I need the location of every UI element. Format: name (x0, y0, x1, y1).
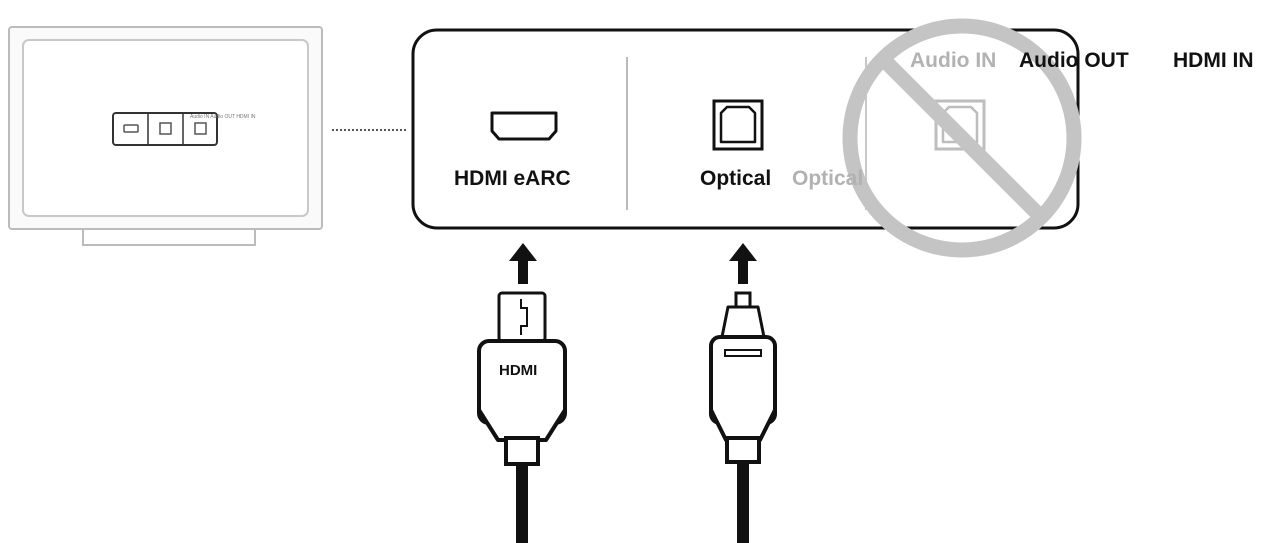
optical-label: Optical (700, 167, 772, 190)
optical-port-disabled-icon (934, 99, 986, 151)
hdmi-up-arrow (509, 243, 537, 284)
optical-disabled-label: Optical (792, 167, 864, 190)
hdmi-port-icon (490, 111, 558, 141)
tv-stand (82, 228, 256, 246)
hdmi-in-label: HDMI IN (1173, 49, 1254, 72)
audio-out-label: Audio OUT (1019, 49, 1129, 72)
audio-in-label: Audio IN (910, 49, 997, 72)
tv-illustration (8, 26, 323, 246)
tv-mini-labels: Audio IN Audio OUT HDMI IN (190, 114, 256, 120)
tv-optical-port-icon-2 (194, 122, 207, 135)
optical-up-arrow (729, 243, 757, 284)
hdmi-earc-label: HDMI eARC (454, 167, 571, 190)
optical-cable-plug (709, 291, 777, 543)
optical-port-icon (712, 99, 764, 151)
hdmi-cable-plug (477, 291, 567, 543)
tv-optical-port-icon (159, 122, 172, 135)
prohibition-icon (842, 18, 1082, 258)
hdmi-plug-label: HDMI (499, 362, 538, 379)
tv-port-panel (112, 112, 218, 146)
tv-hdmi-port-icon (123, 124, 139, 133)
